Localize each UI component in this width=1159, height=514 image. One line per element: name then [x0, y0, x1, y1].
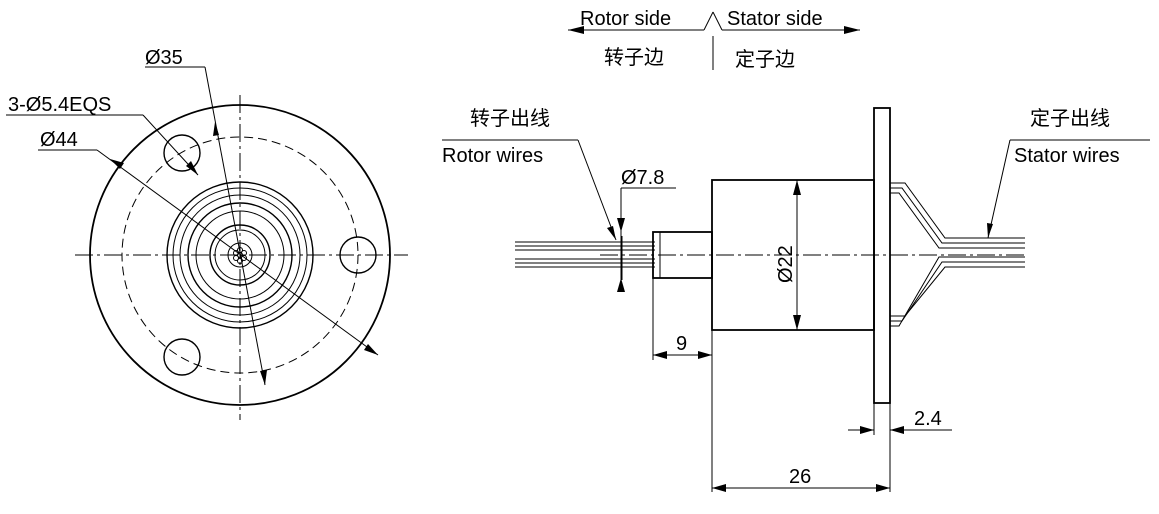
mounting-hole-bottom [163, 338, 201, 376]
dim-flange-dia-front: Ø44 [38, 129, 379, 356]
dim-holes: 3-Ø5.4EQS [6, 94, 199, 176]
rotor-wires-cn-label: 转子出线 [470, 106, 550, 130]
rotor-wires-en-label: Rotor wires [442, 145, 543, 167]
side-header: Rotor side Stator side 转子边 定子边 [568, 8, 860, 71]
dim-flange-thk: 2.4 [848, 403, 952, 492]
dim-total-len: 26 [712, 466, 890, 492]
shaft-ring [209, 224, 271, 286]
stator-side-label: Stator side [727, 8, 823, 30]
body-ring-5 [195, 210, 285, 300]
bolt-circle [121, 136, 359, 374]
rotor-wires-callout: 转子出线 Rotor wires [442, 106, 617, 241]
flange-outline [89, 104, 391, 406]
rotor-wires [515, 236, 655, 280]
body-ring-outer [166, 181, 314, 329]
stator-wires [890, 182, 1025, 327]
side-view: Rotor side Stator side 转子边 定子边 转子出线 Roto… [442, 8, 1150, 492]
wire-bundle [227, 242, 253, 268]
rotor-side-label: Rotor side [580, 8, 671, 30]
mounting-hole-top [163, 134, 201, 172]
dim-flange-dia-label: Ø44 [40, 129, 78, 151]
mounting-hole-right [339, 236, 377, 274]
stator-wires-cn-label: 定子出线 [1030, 106, 1110, 130]
dim-holes-label: 3-Ø5.4EQS [8, 94, 111, 116]
stator-side-cn-label: 定子边 [735, 47, 795, 71]
mounting-flange [873, 107, 891, 404]
body-ring-3 [179, 194, 301, 316]
dim-shaft-len-label: 9 [676, 333, 687, 355]
body-ring-4 [187, 202, 293, 308]
dim-body-dia-side: Ø22 [775, 180, 801, 330]
stator-wires-en-label: Stator wires [1014, 145, 1120, 167]
dim-flange-thk-label: 2.4 [914, 408, 942, 430]
rotor-side-cn-label: 转子边 [604, 45, 664, 69]
front-view: Ø35 3-Ø5.4EQS Ø44 [6, 47, 408, 420]
dim-shaft-dia-label: Ø7.8 [621, 167, 664, 189]
dim-shaft-dia: Ø7.8 [617, 167, 676, 292]
dim-body-dia-label: Ø35 [145, 47, 183, 69]
body-ring-2 [172, 187, 308, 323]
stator-wires-callout: 定子出线 Stator wires [987, 106, 1150, 239]
dim-shaft-len: 9 [652, 278, 713, 492]
shaft-ring-inner [214, 229, 266, 281]
dim-body-dia-side-label: Ø22 [775, 245, 797, 283]
dim-total-len-label: 26 [789, 466, 811, 488]
dim-body-dia-front: Ø35 [145, 47, 267, 386]
